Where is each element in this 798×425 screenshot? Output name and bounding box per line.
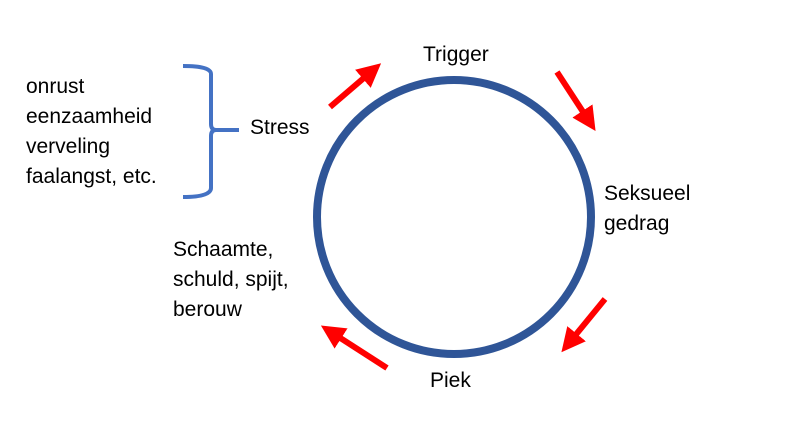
node-seksueel-line1: Seksueel <box>604 182 691 205</box>
node-seksueel-gedrag: Seksueel gedrag <box>604 179 690 239</box>
stress-cause: verveling <box>26 135 111 158</box>
schaamte-line: schuld, spijt, <box>173 268 289 291</box>
stress-cause: faalangst, etc. <box>26 165 157 188</box>
schaamte-line: Schaamte, <box>173 238 274 261</box>
arrow-piek-to-schaamte <box>320 325 389 371</box>
schaamte-line: berouw <box>173 298 242 321</box>
stress-causes-list: onrust eenzaamheid verveling faalangst, … <box>26 72 157 192</box>
node-trigger: Trigger <box>423 43 489 66</box>
node-schaamte: Schaamte, schuld, spijt, berouw <box>173 235 289 325</box>
cycle-circle <box>313 76 595 358</box>
stress-cause: eenzaamheid <box>26 105 153 128</box>
stress-cause: onrust <box>26 75 85 98</box>
node-piek: Piek <box>430 369 471 392</box>
node-stress: Stress <box>250 116 310 139</box>
arrow-trigger-to-gedrag <box>554 70 596 132</box>
node-seksueel-line2: gedrag <box>604 212 670 235</box>
arrow-gedrag-to-piek <box>561 297 608 353</box>
arrow-stress-to-trigger <box>328 63 382 110</box>
brace <box>182 64 239 199</box>
